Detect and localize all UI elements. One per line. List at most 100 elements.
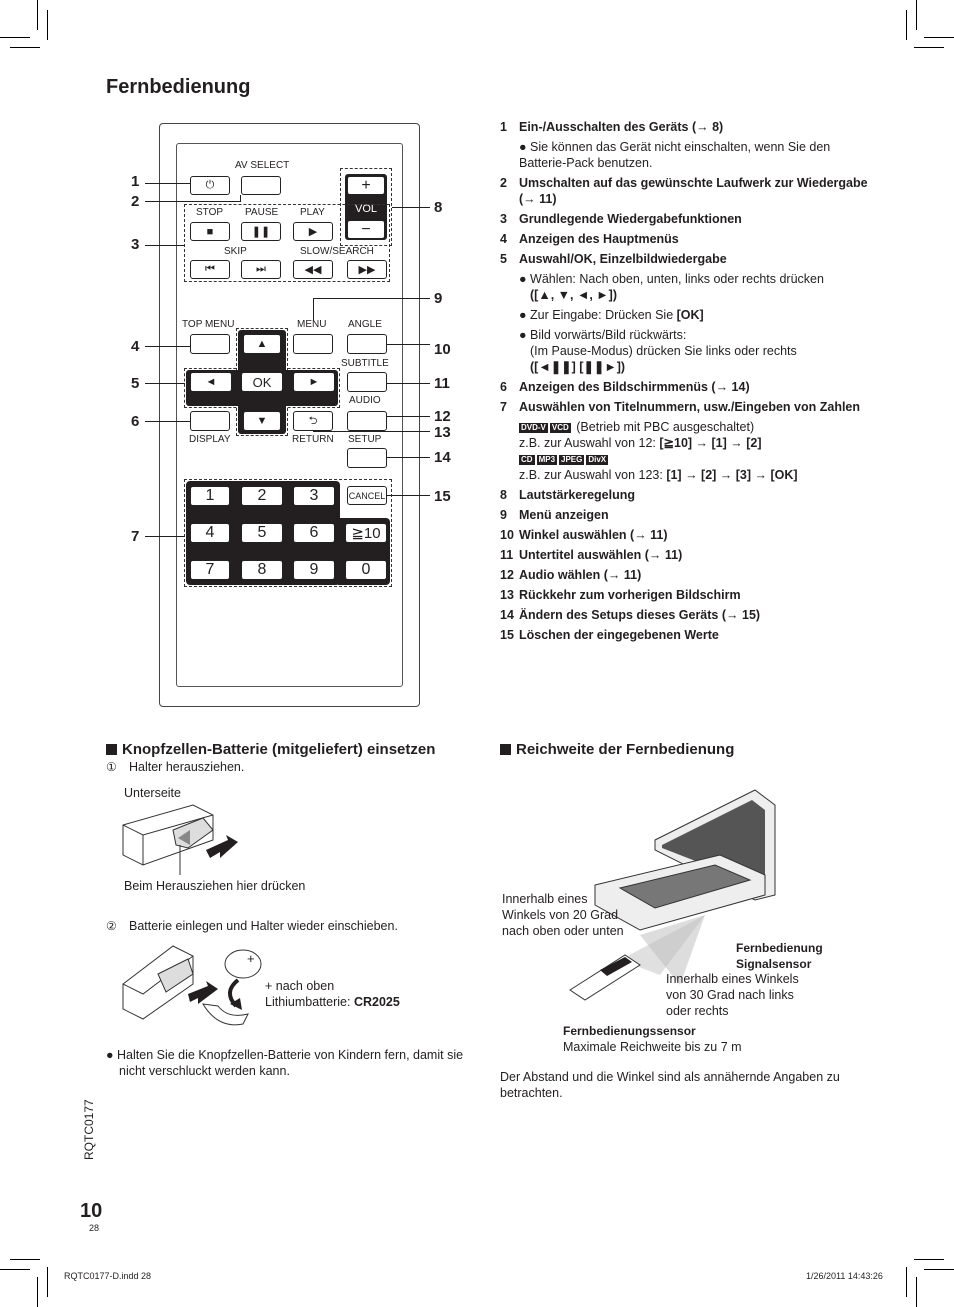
- skip-back-button[interactable]: ⏮: [190, 260, 230, 279]
- digit-0-button[interactable]: 0: [345, 560, 387, 580]
- callout-6: 6: [131, 413, 140, 430]
- av-select-label: AV SELECT: [235, 160, 290, 171]
- leader: [387, 344, 430, 345]
- battery-type-prefix: Lithiumbatterie:: [265, 995, 354, 1009]
- left-arrow-icon: ◄: [205, 376, 217, 388]
- audio-label: AUDIO: [349, 395, 381, 406]
- leader: [145, 421, 190, 422]
- plus-up-label: + nach oben: [265, 979, 335, 993]
- subtitle-button[interactable]: [347, 372, 387, 392]
- digit-label: 9: [309, 561, 319, 578]
- setup-button[interactable]: [347, 448, 387, 468]
- item-number: 1: [500, 120, 507, 134]
- skip-forward-button[interactable]: ⏭: [241, 260, 281, 279]
- callout-10: 10: [434, 341, 451, 358]
- item-sub-text: ● Wählen: Nach oben, unten, links oder r…: [519, 271, 870, 303]
- menu-button[interactable]: [293, 334, 333, 354]
- sub-keys: ([▲, ▼, ◄, ►]): [530, 288, 617, 302]
- leader: [387, 383, 430, 384]
- item-number: 15: [500, 628, 514, 642]
- rewind-button[interactable]: ◀◀: [293, 260, 333, 279]
- sub-text: ● Bild vorwärts/Bild rückwärts:: [519, 328, 687, 342]
- digit-ge10-button[interactable]: ≧10: [345, 523, 387, 543]
- return-icon: ⮌: [308, 414, 318, 427]
- digit-9-button[interactable]: 9: [293, 560, 335, 580]
- down-button[interactable]: ▼: [243, 411, 281, 431]
- stop-icon: ■: [206, 225, 214, 238]
- item-number: 4: [500, 232, 507, 246]
- audio-button[interactable]: [347, 411, 387, 431]
- callout-13: 13: [434, 424, 451, 441]
- doc-code: RQTC0177: [82, 1099, 96, 1160]
- digit-6-button[interactable]: 6: [293, 523, 335, 543]
- callout-4: 4: [131, 338, 140, 355]
- signal-sensor-label: Fernbedienung Signalsensor: [736, 941, 823, 971]
- leader: [145, 201, 241, 202]
- stop-button[interactable]: ■: [190, 222, 230, 241]
- av-select-button[interactable]: [241, 176, 281, 195]
- sub-page-number: 28: [89, 1223, 100, 1233]
- callout-2: 2: [131, 193, 140, 210]
- play-button[interactable]: ▶: [293, 222, 333, 241]
- top-menu-button[interactable]: [190, 334, 230, 354]
- callout-8: 8: [434, 199, 443, 216]
- power-button[interactable]: ⏻: [190, 176, 230, 195]
- left-button[interactable]: ◄: [190, 372, 232, 392]
- skip-label: SKIP: [224, 246, 247, 257]
- step2-number: ②: [106, 919, 117, 933]
- angle-button[interactable]: [347, 334, 387, 354]
- display-button[interactable]: [190, 411, 230, 431]
- power-icon: ⏻: [205, 179, 215, 191]
- item-text: Anzeigen des Hauptmenüs: [519, 232, 679, 246]
- fast-forward-button[interactable]: ▶▶: [347, 260, 387, 279]
- return-button[interactable]: ⮌: [293, 411, 333, 431]
- item-number: 10: [500, 528, 514, 542]
- digit-label: 6: [309, 524, 319, 541]
- leader: [313, 298, 314, 320]
- pause-button[interactable]: ❚❚: [241, 222, 281, 241]
- digit-1-button[interactable]: 1: [190, 486, 230, 506]
- item-text: Löschen der eingegebenen Werte: [519, 628, 719, 642]
- callout-15: 15: [434, 488, 451, 505]
- leader: [145, 536, 185, 537]
- item-number: 5: [500, 252, 507, 266]
- skip-forward-icon: ⏭: [256, 263, 266, 275]
- slow-search-label: SLOW/SEARCH: [300, 246, 374, 257]
- digit-5-button[interactable]: 5: [241, 523, 283, 543]
- vol-down-button[interactable]: −: [347, 220, 385, 239]
- digit-3-button[interactable]: 3: [293, 486, 335, 506]
- item-text: Winkel auswählen (→ 11): [519, 528, 668, 542]
- up-button[interactable]: ▲: [243, 334, 281, 354]
- digit-2-button[interactable]: 2: [241, 486, 283, 506]
- step1-text: Halter herausziehen.: [129, 760, 245, 774]
- digit-7-button[interactable]: 7: [190, 560, 230, 580]
- right-button[interactable]: ►: [293, 372, 335, 392]
- digit-8-button[interactable]: 8: [241, 560, 283, 580]
- callout-3: 3: [131, 236, 140, 253]
- sub-text: ● Zur Eingabe: Drücken Sie: [519, 308, 677, 322]
- pause-icon: ❚❚: [251, 226, 271, 238]
- item-number: 6: [500, 380, 507, 394]
- battery-type-line: Lithiumbatterie: CR2025: [265, 995, 400, 1009]
- leader: [313, 431, 430, 432]
- ok-button[interactable]: OK: [241, 372, 283, 392]
- max-range-label: Maximale Reichweite bis zu 7 m: [563, 1040, 742, 1054]
- vol-up-button[interactable]: +: [347, 176, 385, 195]
- battery-warning: ● Halten Sie die Knopfzellen-Batterie vo…: [106, 1048, 464, 1078]
- digit-4-button[interactable]: 4: [190, 523, 230, 543]
- callout-5: 5: [131, 375, 140, 392]
- digit-label: 8: [257, 561, 267, 578]
- item-text: Anzeigen des Bildschirmmenüs (→ 14): [519, 380, 750, 394]
- leader: [313, 298, 430, 299]
- item-number: 13: [500, 588, 514, 602]
- digit-label: 2: [257, 487, 267, 504]
- item-number: 8: [500, 488, 507, 502]
- cancel-button[interactable]: CANCEL: [347, 486, 387, 505]
- play-label: PLAY: [300, 207, 325, 218]
